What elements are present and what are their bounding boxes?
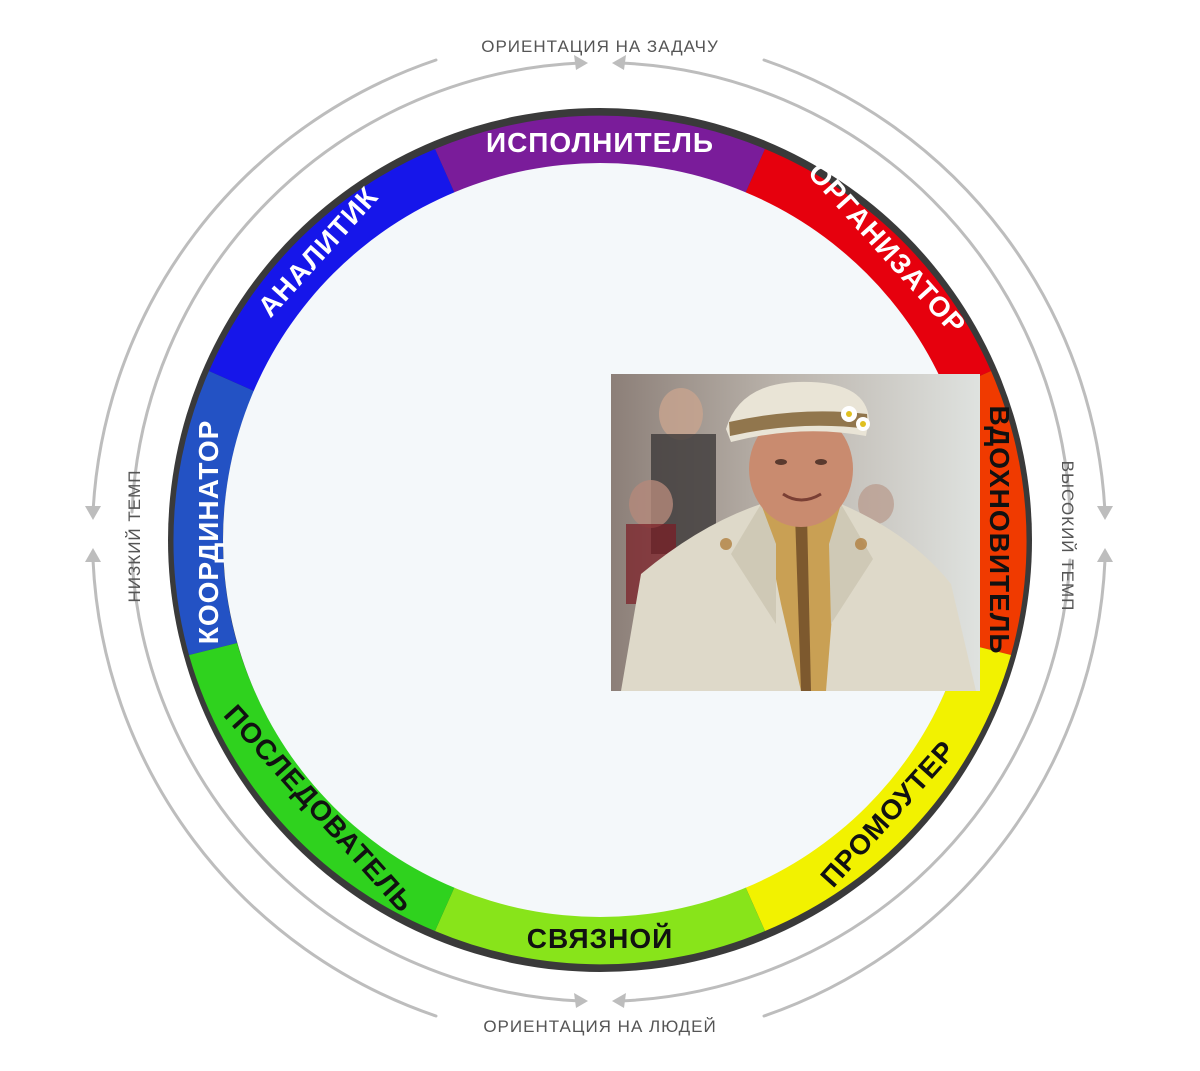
ring-segment-follower: [189, 643, 455, 931]
arrowhead-bottom-left: [574, 993, 588, 1008]
arrowhead-right-down: [1097, 506, 1113, 520]
ring-segment-analyst: [209, 149, 455, 391]
axis-label-right: ВЫСОКИЙ ТЕМП: [1058, 461, 1077, 612]
arrowhead-bottom-right: [612, 993, 626, 1008]
arrow-top-left: [91, 58, 438, 514]
ring-segment-coordinator: [173, 371, 254, 655]
arrowhead-left-up: [85, 548, 101, 562]
arrow-inner-bottom-left: [130, 558, 582, 1003]
arrow-inner-top-left: [130, 61, 582, 514]
axis-label-bottom: ОРИЕНТАЦИЯ НА ЛЮДЕЙ: [483, 1017, 716, 1036]
role-label-inspirer: ВДОХНОВИТЕЛЬ: [984, 405, 1015, 654]
arrowhead-top-left: [574, 55, 588, 70]
arrowhead-right-up: [1097, 548, 1113, 562]
axis-label-top: ОРИЕНТАЦИЯ НА ЗАДАЧУ: [481, 37, 719, 56]
color-ring: [168, 108, 1032, 972]
arrowheads: [85, 55, 1113, 1008]
arrowhead-left-down: [85, 506, 101, 520]
ring-segment-organizer: [745, 149, 991, 391]
axis-label-left: НИЗКИЙ ТЕМП: [125, 470, 144, 603]
ring-segment-connector: [435, 886, 765, 965]
arrowhead-top-right: [612, 55, 626, 70]
arrow-inner-bottom-right: [618, 558, 1072, 1003]
arrow-bottom-right: [762, 558, 1107, 1018]
arrow-top-right: [762, 58, 1107, 514]
role-label-connector: СВЯЗНОЙ: [527, 922, 674, 954]
ring-segment-executor: [435, 115, 765, 194]
portrait-photo: [611, 374, 980, 691]
outer-arrows: [91, 58, 1107, 1018]
role-label-coordinator: КООРДИНАТОР: [193, 420, 224, 645]
arrow-inner-top-right: [618, 61, 1072, 514]
portrait-illustration: [611, 374, 980, 691]
ring-segment-promoter: [745, 643, 1011, 931]
arrow-bottom-left: [91, 558, 438, 1018]
face: [749, 411, 853, 527]
inner-disc: [223, 163, 977, 917]
role-label-executor: ИСПОЛНИТЕЛЬ: [486, 127, 714, 158]
